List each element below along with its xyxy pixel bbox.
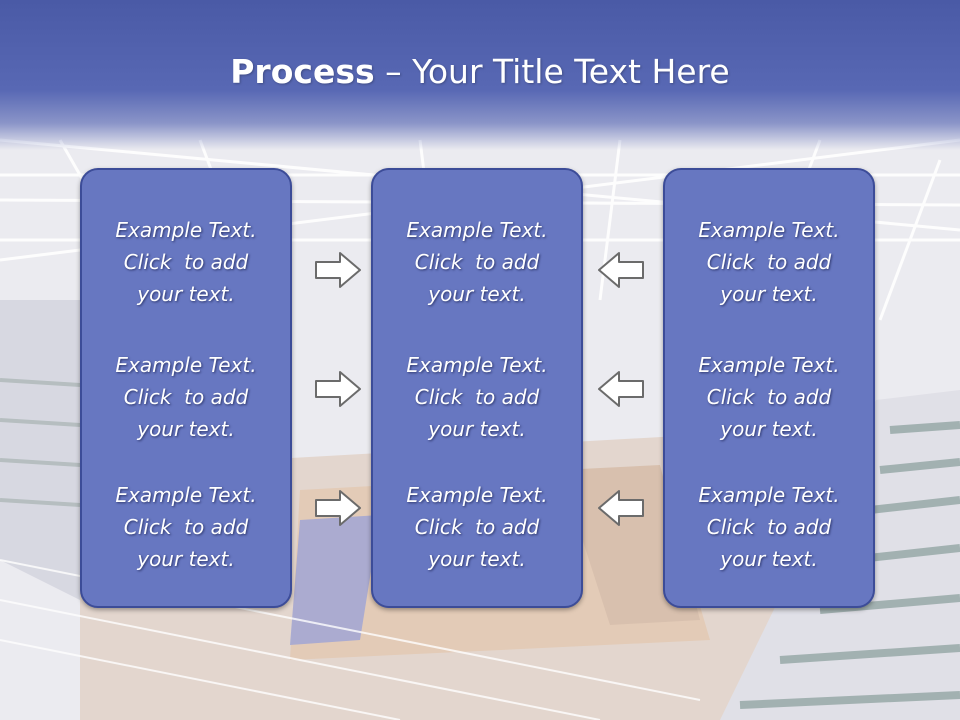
process-box-left: Example Text. Click to add your text. Ex… <box>80 168 292 608</box>
text-line: Click to add <box>414 515 540 539</box>
header-band <box>0 0 960 150</box>
text-line: Click to add <box>414 250 540 274</box>
text-line: Click to add <box>706 515 832 539</box>
text-line: your text. <box>137 417 235 441</box>
text-line: Example Text. <box>406 218 548 242</box>
text-line: your text. <box>720 417 818 441</box>
text-line: your text. <box>428 282 526 306</box>
text-line: Example Text. <box>698 483 840 507</box>
arrow-right-icon <box>315 252 361 288</box>
text-line: Example Text. <box>698 218 840 242</box>
text-placeholder[interactable]: Example Text. Click to add your text. <box>665 214 873 310</box>
text-placeholder[interactable]: Example Text. Click to add your text. <box>82 349 290 445</box>
text-line: your text. <box>720 282 818 306</box>
arrow-left-icon <box>598 490 644 526</box>
text-placeholder[interactable]: Example Text. Click to add your text. <box>665 479 873 575</box>
text-line: your text. <box>428 547 526 571</box>
text-line: your text. <box>137 547 235 571</box>
arrow-right-icon <box>315 371 361 407</box>
text-placeholder[interactable]: Example Text. Click to add your text. <box>373 479 581 575</box>
text-placeholder[interactable]: Example Text. Click to add your text. <box>82 479 290 575</box>
text-line: Click to add <box>123 250 249 274</box>
title-rest: – Your Title Text Here <box>374 52 730 91</box>
text-line: Click to add <box>123 385 249 409</box>
slide-title: Process – Your Title Text Here <box>0 52 960 91</box>
text-line: Click to add <box>706 385 832 409</box>
process-box-right: Example Text. Click to add your text. Ex… <box>663 168 875 608</box>
arrow-right-icon <box>315 490 361 526</box>
text-line: Example Text. <box>115 483 257 507</box>
title-bold: Process <box>230 52 375 91</box>
text-placeholder[interactable]: Example Text. Click to add your text. <box>82 214 290 310</box>
text-line: Example Text. <box>406 483 548 507</box>
text-placeholder[interactable]: Example Text. Click to add your text. <box>373 349 581 445</box>
text-line: your text. <box>428 417 526 441</box>
arrow-left-icon <box>598 252 644 288</box>
text-line: your text. <box>137 282 235 306</box>
text-line: Click to add <box>706 250 832 274</box>
process-box-middle: Example Text. Click to add your text. Ex… <box>371 168 583 608</box>
text-line: Click to add <box>123 515 249 539</box>
text-placeholder[interactable]: Example Text. Click to add your text. <box>373 214 581 310</box>
text-line: your text. <box>720 547 818 571</box>
text-line: Example Text. <box>406 353 548 377</box>
text-line: Example Text. <box>115 218 257 242</box>
text-line: Example Text. <box>698 353 840 377</box>
text-line: Click to add <box>414 385 540 409</box>
text-placeholder[interactable]: Example Text. Click to add your text. <box>665 349 873 445</box>
arrow-left-icon <box>598 371 644 407</box>
text-line: Example Text. <box>115 353 257 377</box>
